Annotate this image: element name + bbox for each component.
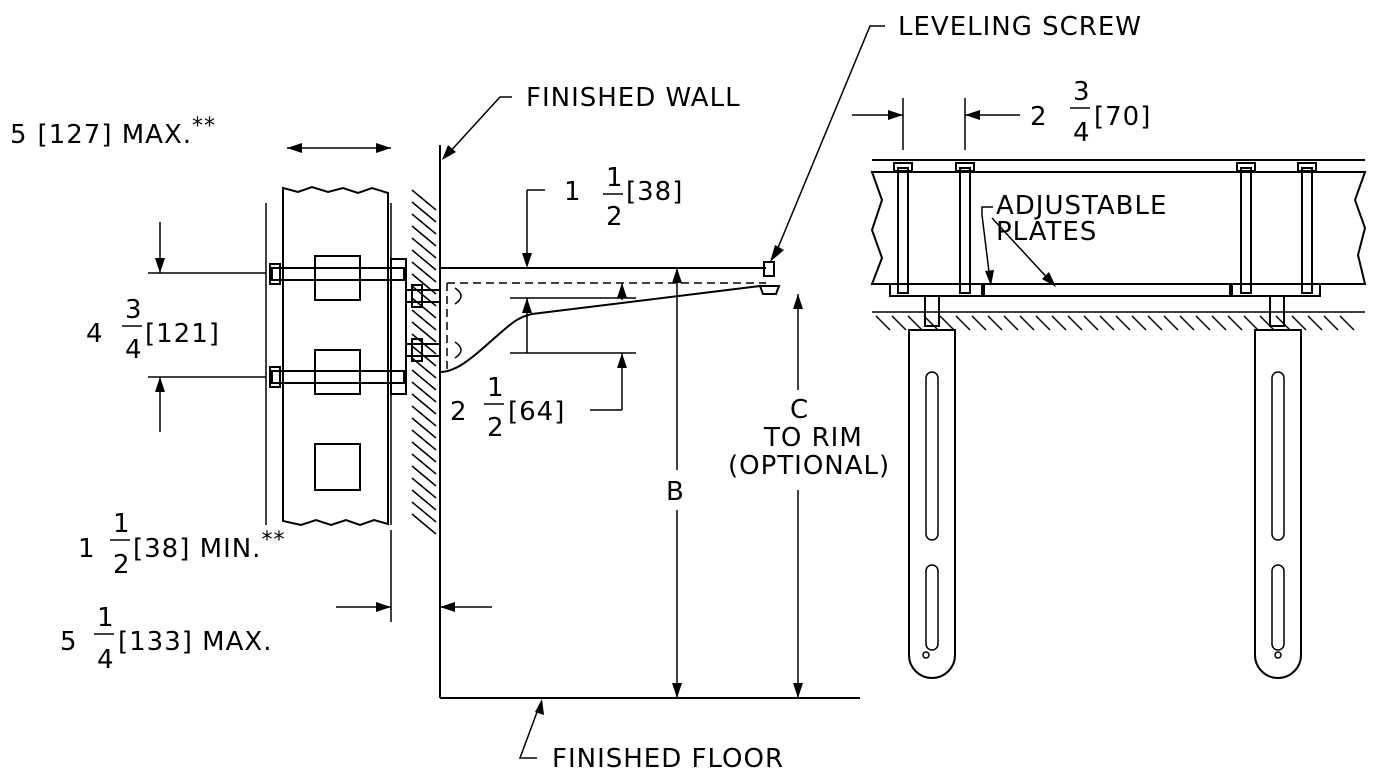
dim-bracket-top-den: 2 <box>606 202 623 232</box>
finished-floor-label: FINISHED FLOOR <box>552 744 784 774</box>
dim-plan-spacing: 2 3 4 [70] <box>852 77 1151 150</box>
dim-plan-whole: 2 <box>1030 102 1048 132</box>
dim-bolt-den: 4 <box>125 335 142 365</box>
dim-wall-thickness: 1 1 2 [38] MIN.** 5 1 4 [133] MAX. <box>60 509 492 675</box>
finished-floor-callout: FINISHED FLOOR <box>518 699 784 774</box>
adjustable-plates-callout: ADJUSTABLE PLATES <box>981 191 1167 287</box>
dim-plan-den: 4 <box>1073 118 1090 148</box>
cantilever-bracket <box>439 261 781 373</box>
leveling-screw-label: LEVELING SCREW <box>898 12 1142 42</box>
finished-wall-label: FINISHED WALL <box>526 83 741 113</box>
dim-max-den: 4 <box>97 645 114 675</box>
finished-wall-hatch <box>411 145 441 698</box>
dim-min-num: 1 <box>113 509 130 539</box>
dim-wall-max: 5[127] MAX.** <box>10 114 391 153</box>
dim-max-whole: 5 <box>60 627 78 657</box>
dim-bolt-rest: [121] <box>145 319 220 349</box>
dim-min-rest: [38] MIN.** <box>133 528 285 564</box>
adjustable-label-1: ADJUSTABLE <box>996 191 1167 221</box>
dim-c: C TO RIM (OPTIONAL) <box>728 294 890 698</box>
dim-max-rest: [133] MAX. <box>118 627 272 657</box>
dim-wall-max-text: 5[127] MAX.** <box>10 114 216 150</box>
dim-bolt-num: 3 <box>125 295 142 325</box>
dim-depth-rest: [64] <box>508 397 565 427</box>
dim-c-to-rim: TO RIM <box>763 423 863 453</box>
dim-min-den: 2 <box>113 550 130 580</box>
wall-bolts <box>405 284 441 362</box>
wall-section <box>265 185 407 527</box>
dim-c-label: C <box>790 395 809 425</box>
dim-plan-num: 3 <box>1073 77 1090 107</box>
adjustable-label-2: PLATES <box>996 217 1097 247</box>
dim-depth-whole: 2 <box>450 397 468 427</box>
plan-view <box>870 159 1367 679</box>
dim-bracket-top: 1 1 2 [38] <box>522 163 683 300</box>
dim-bracket-top-whole: 1 <box>564 177 582 207</box>
dim-bolt-whole: 4 <box>86 319 104 349</box>
dim-bolt-spacing: 4 3 4 [121] <box>86 222 266 432</box>
dim-b: B <box>666 268 685 698</box>
dim-max-num: 1 <box>97 603 114 633</box>
dim-plan-rest: [70] <box>1094 102 1151 132</box>
dim-depth-den: 2 <box>487 413 504 443</box>
dim-depth-num: 1 <box>487 373 504 403</box>
leveling-screw-callout: LEVELING SCREW <box>770 12 1142 262</box>
dim-b-label: B <box>666 477 685 507</box>
dim-min-whole: 1 <box>78 534 96 564</box>
finished-wall-callout: FINISHED WALL <box>442 83 741 160</box>
dim-bracket-top-num: 1 <box>606 163 623 193</box>
dim-c-optional: (OPTIONAL) <box>728 451 890 481</box>
dim-bracket-top-rest: [38] <box>626 177 683 207</box>
dim-bracket-depth: 2 1 2 [64] <box>450 297 636 443</box>
